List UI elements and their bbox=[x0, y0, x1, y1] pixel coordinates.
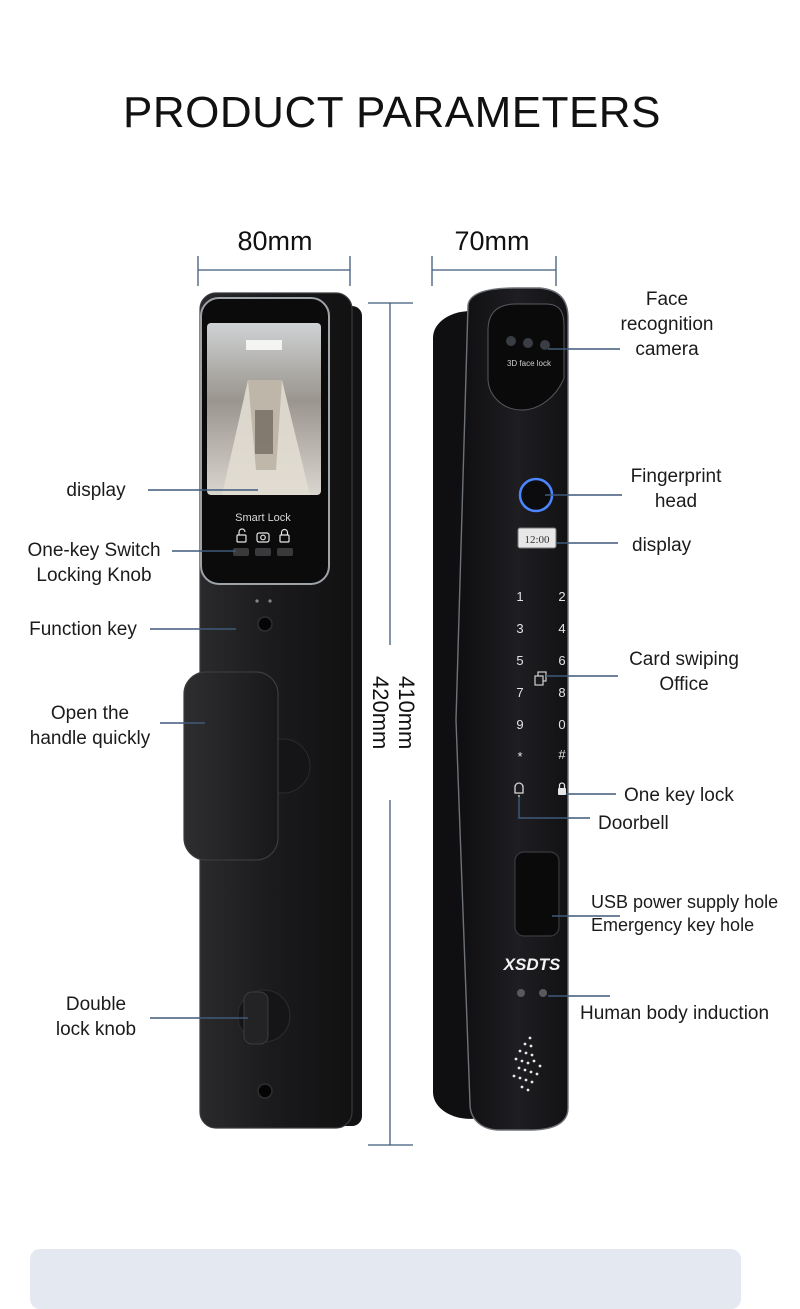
label-doorbell: Doorbell bbox=[598, 813, 669, 834]
label-handle: Open the handle quickly bbox=[18, 701, 162, 751]
label-switch-line1: One-key Switch bbox=[27, 540, 161, 561]
width-side-label: 70mm bbox=[454, 226, 530, 256]
label-human-body: Human body induction bbox=[580, 1003, 770, 1024]
front-lock bbox=[199, 292, 362, 1129]
keypad-key: 4 bbox=[558, 621, 565, 636]
front-screen-icons bbox=[233, 528, 293, 556]
label-display-right: display bbox=[632, 535, 692, 556]
label-fingerprint: Fingerprint head bbox=[614, 464, 738, 514]
camera-icon bbox=[256, 532, 270, 543]
keypad-key: 8 bbox=[558, 685, 565, 700]
label-double-knob-line1: Double bbox=[65, 994, 127, 1015]
front-handle bbox=[183, 671, 279, 861]
side-lock bbox=[433, 287, 569, 1131]
label-face-line3: camera bbox=[635, 339, 699, 360]
small-display-time: 12:00 bbox=[524, 534, 550, 546]
label-card-line2: Office bbox=[659, 674, 709, 695]
width-front-label: 80mm bbox=[237, 226, 313, 256]
label-usb-line2: Emergency key hole bbox=[591, 915, 755, 935]
label-face-line1: Face bbox=[645, 289, 689, 310]
brand-text: XSDTS bbox=[503, 955, 561, 974]
keypad-key: 0 bbox=[558, 717, 565, 732]
label-display-left: display bbox=[66, 480, 126, 501]
label-usb: USB power supply hole Emergency key hole bbox=[591, 891, 797, 937]
function-key-hole bbox=[257, 616, 273, 632]
label-one-key-lock: One key lock bbox=[624, 785, 734, 806]
label-function-key: Function key bbox=[29, 619, 137, 640]
label-card: Card swiping Office bbox=[614, 647, 754, 697]
label-double-knob: Double lock knob bbox=[40, 992, 152, 1042]
keypad-key: 3 bbox=[516, 621, 523, 636]
keypad-key: 6 bbox=[558, 653, 565, 668]
label-usb-line1: USB power supply hole bbox=[591, 892, 779, 912]
one-key-lock-icon bbox=[558, 782, 566, 795]
label-handle-line2: handle quickly bbox=[29, 728, 151, 749]
unlock-icon bbox=[236, 528, 247, 543]
label-fingerprint-line2: head bbox=[654, 491, 698, 512]
bottom-panel bbox=[30, 1249, 741, 1309]
dimension-lines bbox=[197, 256, 557, 1146]
doorbell-icon bbox=[514, 782, 524, 797]
face-module-text: 3D face lock bbox=[507, 359, 552, 368]
label-fingerprint-line1: Fingerprint bbox=[630, 466, 722, 487]
card-icon bbox=[534, 675, 544, 686]
keypad-key: 1 bbox=[516, 589, 523, 604]
small-display bbox=[517, 527, 557, 549]
keypad-key: # bbox=[558, 747, 566, 762]
keypad-key: 5 bbox=[516, 653, 523, 668]
smart-lock-caption: Smart Lock bbox=[235, 512, 291, 524]
front-function-area bbox=[183, 599, 311, 1099]
label-switch: One-key Switch Locking Knob bbox=[16, 538, 172, 588]
keypad-key: 9 bbox=[516, 717, 523, 732]
leader-lines bbox=[148, 348, 622, 1019]
label-face-camera: Face recognition camera bbox=[604, 287, 730, 362]
usb-cover bbox=[514, 851, 560, 937]
page-title: PRODUCT PARAMETERS bbox=[123, 88, 661, 137]
label-double-knob-line2: lock knob bbox=[55, 1019, 137, 1040]
label-face-line2: recognition bbox=[620, 314, 714, 335]
dot-logo-icon bbox=[512, 1036, 542, 1092]
keypad-key: 2 bbox=[558, 589, 565, 604]
label-card-line1: Card swiping bbox=[629, 649, 739, 670]
keypad-key: 7 bbox=[516, 685, 523, 700]
lock-icon bbox=[279, 528, 290, 543]
keypad-key: * bbox=[517, 749, 522, 764]
keypad: 1 2 3 4 5 6 7 8 9 0 * # bbox=[516, 589, 566, 764]
label-handle-line1: Open the bbox=[50, 703, 130, 724]
label-switch-line2: Locking Knob bbox=[36, 565, 152, 586]
